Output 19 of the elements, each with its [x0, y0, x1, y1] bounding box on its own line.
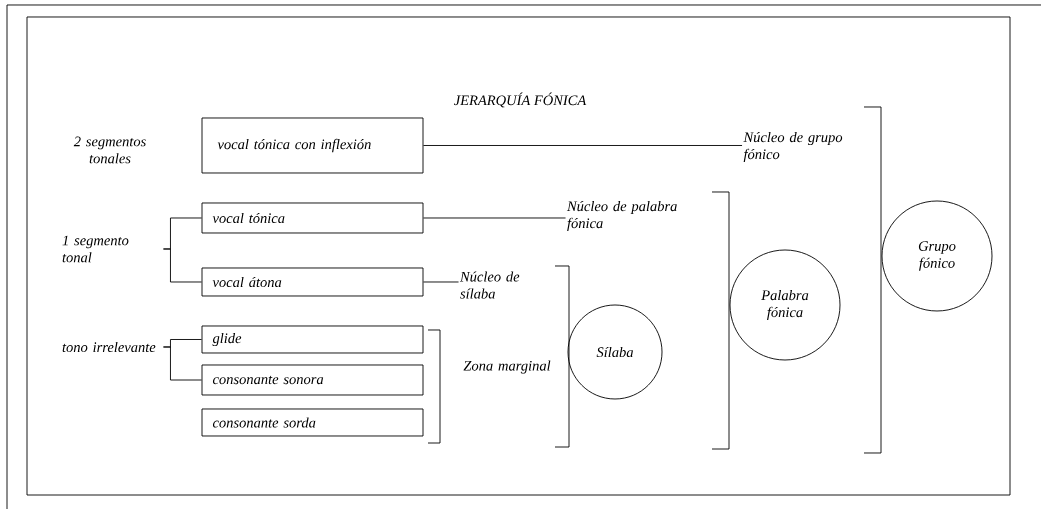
node-text: Núcleo de palabra fónica: [566, 200, 677, 232]
connector-line: [423, 145, 743, 146]
segment-box: vocal átona: [201, 267, 424, 297]
node-text: Núcleo de sílaba: [459, 271, 520, 299]
segment-box: glide: [201, 325, 424, 354]
connector-line: [163, 248, 202, 283]
segment-box: consonante sorda: [201, 408, 424, 437]
segment-box: consonante sonora: [201, 364, 424, 396]
segment-box: vocal tónica: [201, 202, 424, 234]
node-text: tono irrelevante: [62, 341, 156, 353]
connector-line: [423, 281, 459, 283]
connector-line: [423, 217, 566, 219]
title: JERARQUÍA FÓNICA: [454, 92, 587, 108]
segment-box: vocal tónica con inflexión: [201, 117, 424, 174]
connector-line: [163, 346, 202, 381]
side-label: 2 segmentos tonales: [73, 136, 146, 164]
side-label: Zona marginal: [463, 360, 551, 374]
node-text: 1 segmento tonal: [62, 235, 129, 263]
node-text: Núcleo de grupo fónico: [743, 131, 843, 163]
